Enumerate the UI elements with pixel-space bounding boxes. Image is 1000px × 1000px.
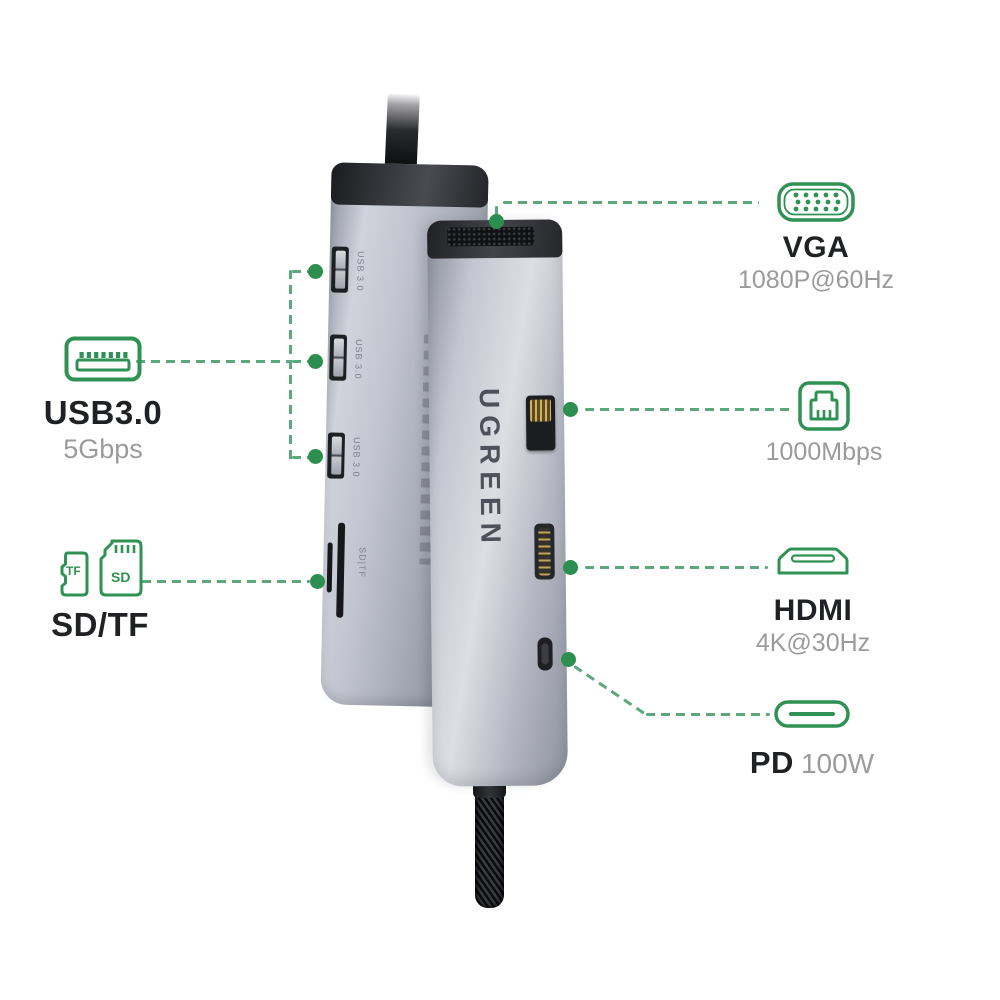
callout-ethernet: 1000Mbps (741, 380, 907, 467)
usb-port-1-marker-dot (308, 264, 323, 279)
vga-port (447, 226, 535, 247)
brand-text: UGREEN (473, 387, 507, 551)
pd-port-marker-dot (561, 652, 576, 667)
pd-title: PD (749, 745, 794, 780)
sdtf-slot-marker-dot (310, 574, 325, 589)
tf-card-icon: TF (60, 551, 88, 597)
hub-rear-top-cap (330, 162, 489, 208)
hdmi-title: HDMI (773, 594, 853, 627)
usb-port-3-label: USB 3.0 (351, 436, 362, 478)
hdmi-port (534, 523, 555, 580)
callout-sdtf: TF SD SD/TF (30, 538, 170, 644)
usb-leader-line-vertical (289, 270, 292, 460)
callout-pd: PD 100W (737, 699, 887, 781)
usb-port-1-label: USB 3.0 (354, 250, 366, 292)
hdmi-port-icon (777, 547, 849, 575)
ethernet-port-pins (529, 399, 552, 422)
usb-leader-stub-2 (292, 360, 310, 363)
callout-vga: VGA 1080P@60Hz (737, 181, 895, 295)
ethernet-port-marker-dot (563, 402, 578, 417)
vga-port-icon (777, 182, 855, 222)
sd-card-icon: SD (99, 539, 142, 597)
usb-a-port-icon (64, 336, 142, 382)
vga-title: VGA (782, 231, 850, 264)
ethernet-leader-line (585, 408, 790, 411)
tf-card-text: TF (66, 564, 81, 578)
usb-c-pd-port-tongue (541, 643, 549, 665)
hdmi-leader-line (585, 566, 768, 569)
usb-leader-stub-3 (292, 456, 310, 459)
usb-a-port-3-tongue (331, 436, 342, 475)
ethernet-subtitle: 1000Mbps (765, 438, 883, 466)
hdmi-port-pins (538, 527, 551, 576)
usb-c-pd-port (537, 637, 553, 671)
hub-front-body: UGREEN (427, 219, 568, 787)
vga-leader-line (503, 201, 759, 204)
usb-port-2-label: USB 3.0 (353, 338, 364, 380)
ethernet-port-icon (798, 381, 850, 431)
pd-leader-line-diagonal (573, 665, 649, 717)
hdmi-subtitle: 4K@30Hz (755, 629, 871, 657)
callout-hdmi: HDMI 4K@30Hz (734, 544, 892, 658)
vga-leader-stub (495, 206, 498, 220)
sd-card-slot (336, 522, 346, 618)
usb-c-port-icon (774, 700, 850, 728)
usb-leader-line-main (136, 360, 292, 363)
sd-tf-card-icons: TF SD (57, 538, 144, 598)
sdtf-title: SD/TF (51, 606, 149, 643)
hdmi-port-marker-dot (563, 560, 578, 575)
ethernet-port (525, 395, 556, 451)
sdtf-leader-line (142, 580, 310, 583)
pd-leader-line (646, 713, 770, 716)
vga-port-marker-dot (489, 214, 504, 229)
usb-port-2-marker-dot (308, 354, 323, 369)
usb-a-port-1-tongue (335, 250, 346, 289)
pd-label-row: PD 100W (750, 745, 874, 781)
usb3-subtitle: 5Gbps (63, 434, 143, 464)
tf-card-slot (326, 542, 333, 593)
vga-subtitle: 1080P@60Hz (737, 266, 895, 294)
usb-a-port-2 (329, 334, 348, 381)
callout-usb3: USB3.0 5Gbps (28, 336, 178, 465)
sd-card-text: SD (111, 569, 130, 585)
usb-a-port-3 (327, 432, 346, 479)
usb3-title: USB3.0 (43, 394, 163, 431)
card-slot-label: SD|TF (356, 547, 368, 579)
usb-a-port-2-tongue (333, 338, 345, 377)
usb-leader-stub-1 (292, 270, 310, 273)
pd-subtitle: 100W (800, 748, 875, 779)
usb-port-3-marker-dot (308, 449, 323, 464)
usb-a-port-1 (330, 246, 349, 293)
